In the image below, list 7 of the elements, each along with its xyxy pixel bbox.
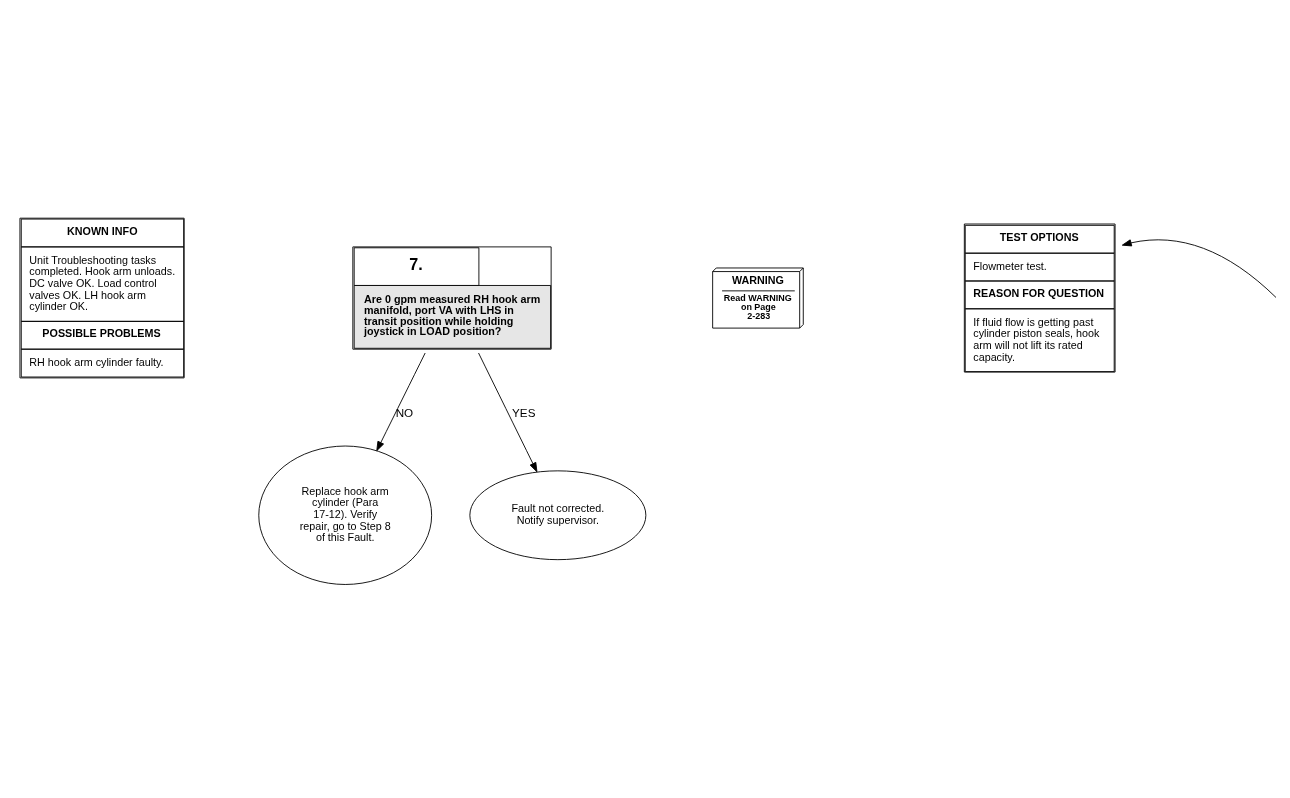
edge-label: YES: [512, 405, 536, 419]
node-ellipse: Replace hook arm cylinder (Para 17-12). Verify repair, go to Step 8 of this Fault.: [258, 445, 433, 585]
arrow: [376, 352, 426, 451]
arrow: [1121, 238, 1277, 298]
edge-label: NO: [395, 405, 414, 419]
node-ellipse: Fault not corrected. Notify supervisor.: [469, 469, 647, 560]
arrow: [478, 352, 538, 472]
